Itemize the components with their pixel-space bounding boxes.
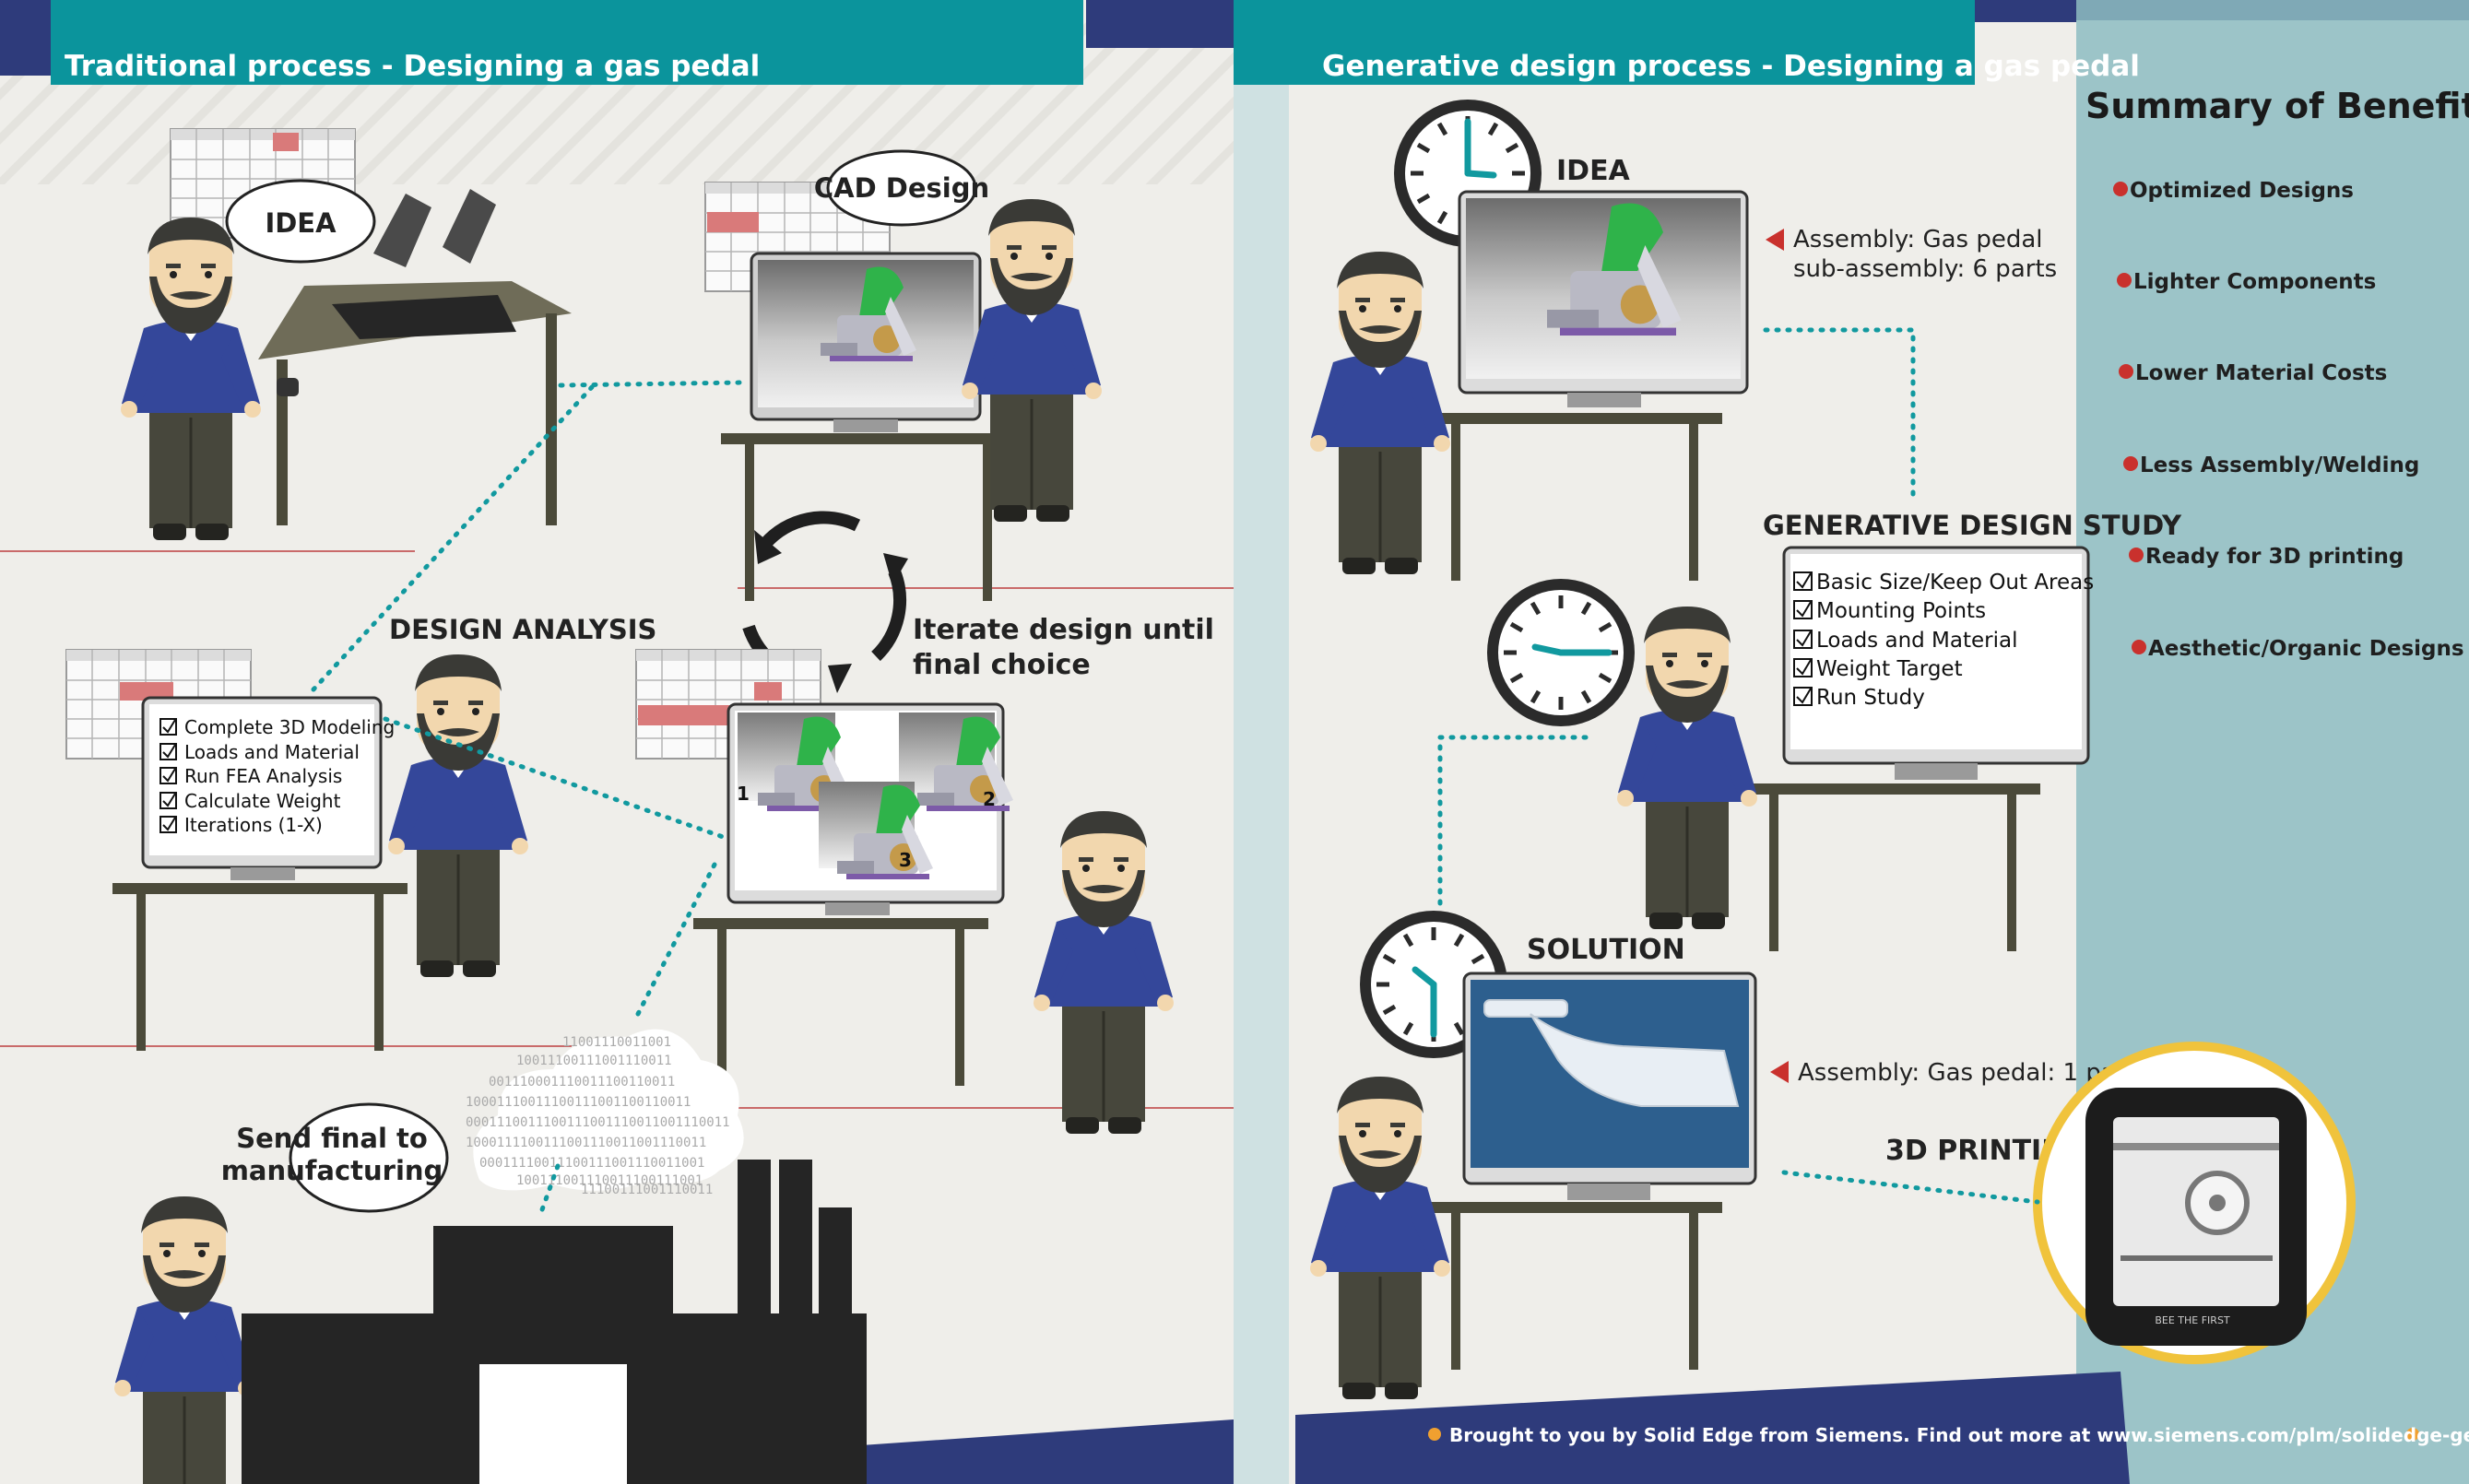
left-title-bar [51,0,1083,85]
benefit-item-5: Ready for 3D printing [2145,545,2404,569]
iterate-label-line1: Iterate design until [913,614,1214,646]
binary-cloud: 11001110011001 10011100111001110011 0011… [466,1029,744,1197]
arrow-marker-icon [1766,229,1784,251]
solution-monitor [1462,972,1757,1200]
benefit-item-1: Optimized Designs [2130,179,2354,203]
binary-text: 11001110011001 [562,1035,671,1050]
benefit-item-3: Lower Material Costs [2135,361,2387,385]
send-bubble-line2: manufacturing [221,1155,443,1186]
cad-bubble [826,149,977,227]
panel-divider [1234,0,1289,1484]
left-title: Traditional process - Designing a gas pe… [65,50,760,83]
bullet-icon [2113,182,2146,654]
printer-brand: BEE THE FIRST [2155,1314,2230,1326]
analysis-check-4: Calculate Weight [184,790,341,812]
benefit-item-2: Lighter Components [2133,270,2376,294]
idea-monitor [1458,190,1749,407]
study-check-3: Loads and Material [1816,629,2018,653]
footer-bullet-icon [1428,1428,1441,1441]
solution-label: SOLUTION [1527,934,1685,966]
binary-text: 0001110011100111001110011001110011 [466,1115,730,1130]
analysis-check-3: Run FEA Analysis [184,765,342,787]
iteration-number-1: 1 [737,783,750,805]
benefits-title: Summary of Benefits [2085,86,2469,126]
arrow-marker-icon [1770,1061,1789,1083]
study-check-4: Weight Target [1816,657,1963,681]
cad-bubble-text: CAD Design [814,172,989,204]
factory-icon [242,1160,867,1484]
binary-text: 1000111100111001110011001110011 [466,1136,706,1150]
assembly-line2: sub-assembly: 6 parts [1793,255,2057,283]
solution-assembly: Assembly: Gas pedal: 1 part [1798,1059,2135,1087]
analysis-monitor [141,696,383,880]
footer-band [1295,1372,2130,1484]
binary-text: 001110001110011100110011 [489,1075,675,1089]
pedal-set-icon [277,189,516,396]
cad-monitor [750,252,982,432]
footer-text: Brought to you by Solid Edge from Siemen… [1449,1424,2469,1446]
study-check-5: Run Study [1816,686,1925,710]
binary-text: 11100111001110011 [581,1183,713,1197]
send-bubble-line1: Send final to [236,1123,428,1154]
study-check-2: Mounting Points [1816,599,1986,623]
analysis-check-5: Iterations (1-X) [184,814,323,836]
checkbox-icon [1793,571,1813,706]
idea-label: IDEA [1556,155,1631,187]
iterations-monitor [727,702,1013,915]
footer-bullet-icon [2406,1428,2419,1441]
iteration-number-2: 2 [983,788,996,810]
binary-text: 10001110011100111001100110011 [466,1095,691,1110]
benefit-item-4: Less Assembly/Welding [2140,453,2419,477]
sidebar-top-band [2076,0,2469,20]
accent-navy [1973,0,2076,22]
organic-pedal-icon [1483,999,1740,1107]
binary-text: 10011100111001110011 [516,1054,672,1068]
benefit-item-6: Aesthetic/Organic Designs [2148,637,2464,661]
idea-bubble-text: IDEA [265,207,337,239]
analysis-check-2: Loads and Material [184,741,360,763]
right-title: Generative design process - Designing a … [1322,50,2140,83]
analysis-check-1: Complete 3D Modeling [184,716,395,738]
study-label: GENERATIVE DESIGN STUDY [1763,510,2182,541]
iteration-number-3: 3 [899,849,912,871]
binary-text: 100111001110011100111001 [516,1173,703,1188]
accent-navy [0,0,55,76]
design-analysis-label: DESIGN ANALYSIS [389,614,656,645]
accent-navy [1086,0,1234,48]
right-title-bar [1234,0,1975,85]
send-bubble [289,1102,449,1213]
study-check-1: Basic Size/Keep Out Areas [1816,571,2094,595]
study-monitor [1782,546,2090,780]
binary-text: 00011110011100111001110011001 [479,1156,704,1171]
iterate-label-line2: final choice [913,649,1091,681]
checkbox-icon [159,718,177,833]
idea-bubble [225,179,376,264]
3d-printer-icon [2033,1042,2356,1364]
assembly-line1: Assembly: Gas pedal [1793,226,2043,253]
